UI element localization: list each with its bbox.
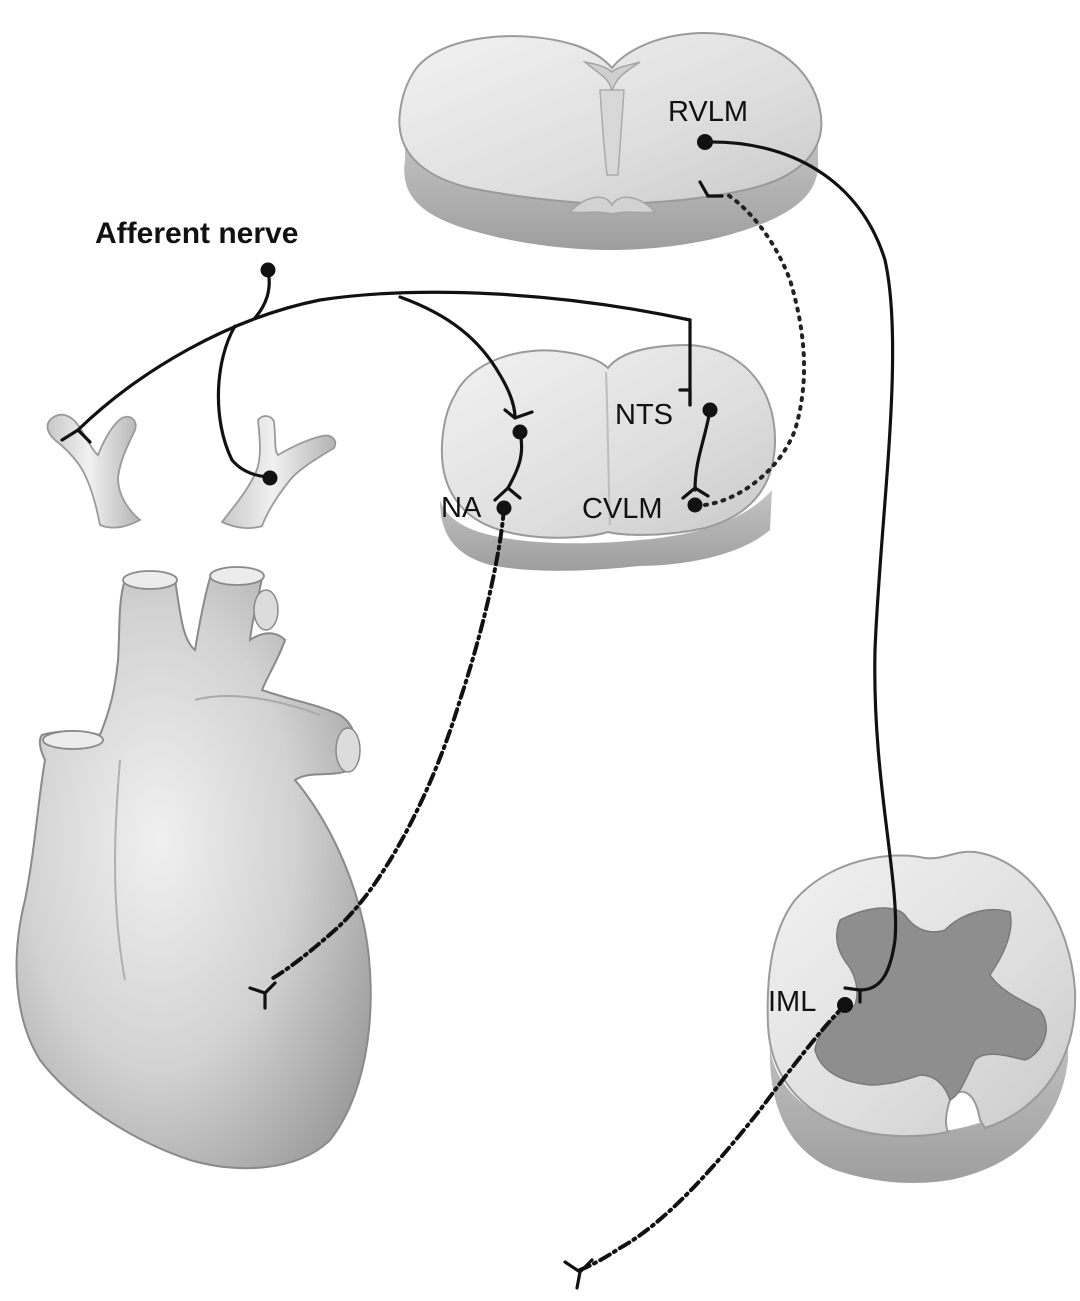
nts-label: NTS <box>615 399 673 431</box>
soma-cvlm <box>688 498 703 513</box>
soma-na <box>497 501 512 516</box>
soma-rvlm <box>697 134 713 150</box>
terminal-outflow <box>565 1260 592 1288</box>
soma-nts <box>703 403 718 418</box>
heart <box>17 567 371 1168</box>
rostral-medulla-section <box>399 33 821 250</box>
na-label: NA <box>441 492 482 524</box>
caudal-medulla-section <box>440 345 775 571</box>
soma-afferent <box>261 263 276 278</box>
cvlm-label: CVLM <box>582 493 663 525</box>
soma-vessel <box>263 471 278 486</box>
iml-label: IML <box>768 986 816 1018</box>
afferent-nerve-label: Afferent nerve <box>95 217 298 250</box>
carotid-vessel-right <box>222 416 335 528</box>
soma-na-upper <box>513 425 528 440</box>
carotid-vessel-left <box>48 415 140 528</box>
soma-iml <box>837 997 853 1013</box>
rvlm-label: RVLM <box>668 96 748 128</box>
